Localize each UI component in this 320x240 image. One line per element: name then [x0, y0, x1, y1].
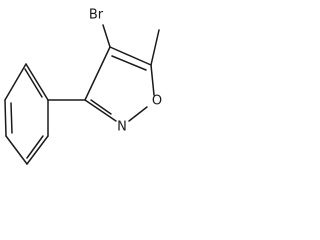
phenyl-bond-1 — [25, 63, 49, 101]
phenyl-bond-5 — [26, 135, 49, 165]
atom-bromine-label: Br — [89, 8, 104, 23]
bond-c4-c5-inner — [111, 55, 147, 71]
bond-c4-c5 — [109, 46, 152, 66]
bond-n-c3-inner — [90, 99, 112, 115]
phenyl-bond-4 — [5, 135, 28, 165]
bond-o-n — [128, 106, 148, 122]
phenyl-bond-3-inner — [10, 102, 13, 134]
atom-oxygen-label: O — [152, 94, 162, 109]
bond-c3-c4 — [84, 46, 111, 101]
bond-c4-br — [102, 24, 111, 48]
bond-n-c3 — [84, 99, 117, 122]
phenyl-bond-1-inner — [24, 68, 43, 98]
bond-c5-o — [150, 64, 155, 96]
atom-nitrogen-label: N — [117, 120, 127, 135]
phenyl-bond-2 — [4, 63, 27, 101]
isoxazole-ring — [84, 46, 155, 122]
phenyl-bond-3 — [4, 99, 7, 137]
bond-c5-methyl — [150, 29, 160, 66]
phenyl-bond-5-inner — [26, 135, 44, 159]
phenyl-ring — [4, 63, 49, 165]
molecule-structure: Br O N — [4, 8, 162, 165]
